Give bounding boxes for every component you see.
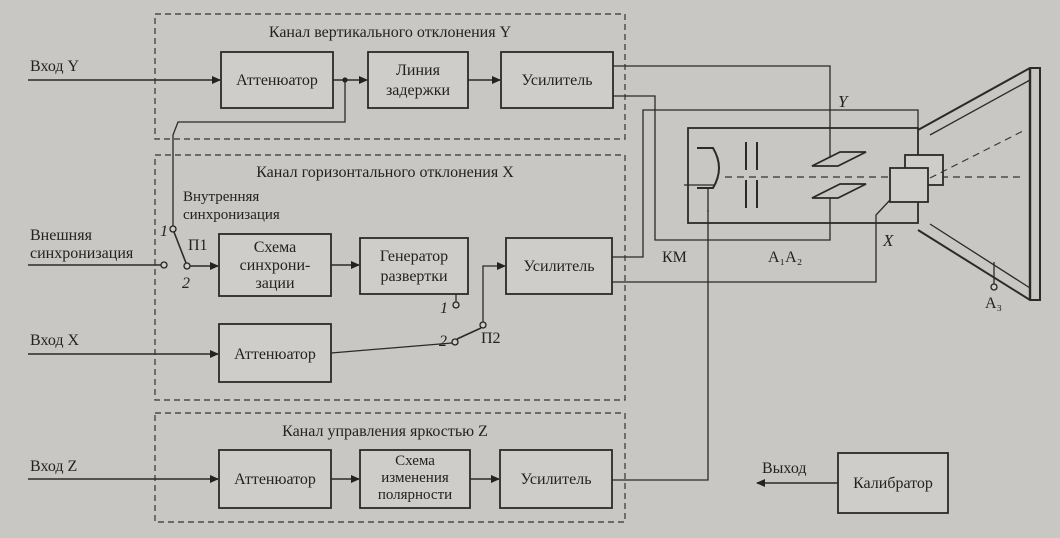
switch-p1-pos1: 1 xyxy=(160,223,168,240)
ext-sync-label-2: синхронизация xyxy=(30,245,134,262)
switch-p2-contact-1 xyxy=(452,301,460,309)
switch-p2-pos2: 2 xyxy=(439,333,447,350)
delay-line-block xyxy=(367,51,469,109)
attenuator-y-label: Аттенюатор xyxy=(236,72,318,89)
crt-neck-outline xyxy=(687,127,919,224)
delay-line-label-1: Линия xyxy=(396,62,441,79)
internal-sync-label-2: синхронизация xyxy=(183,207,280,223)
switch-p1-pivot xyxy=(183,262,191,270)
amplifier-y-label: Усилитель xyxy=(522,72,593,89)
vertical-channel-frame xyxy=(154,13,626,140)
y-amp-output-upper xyxy=(613,65,831,158)
attenuator-x-label: Аттенюатор xyxy=(234,346,316,363)
att-x-to-p2-line xyxy=(330,342,453,354)
sweep-generator-label-1: Генератор xyxy=(380,248,448,265)
polarity-label-3: полярности xyxy=(378,487,452,503)
switch-p2-contact-2 xyxy=(451,338,459,346)
output-label: Выход xyxy=(762,460,807,477)
crt-x-label: X xyxy=(882,231,894,250)
sweep-generator-label-2: развертки xyxy=(380,268,448,285)
horizontal-channel-frame xyxy=(154,154,626,401)
sync-circuit-label-1: Схема xyxy=(254,239,297,256)
input-x-label: Вход X xyxy=(30,332,80,349)
crt-km-label: КМ xyxy=(662,249,687,266)
amplifier-z-block xyxy=(499,449,613,509)
switch-p2-blade xyxy=(456,327,482,340)
vertical-channel-title: Канал вертикального отклонения Y xyxy=(269,24,512,41)
sync-circuit-label-2: синхрони- xyxy=(240,257,311,274)
crt-a1a2-label: A₁A₂ xyxy=(768,249,802,266)
crt-bulb-outline xyxy=(917,67,1041,301)
switch-p1-contact-1 xyxy=(169,225,177,233)
internal-sync-line xyxy=(172,80,346,226)
switch-p2-pivot xyxy=(479,321,487,329)
polarity-label-2: изменения xyxy=(381,470,449,486)
crt-y-plate-lower xyxy=(811,183,867,199)
x-amp-output-lower xyxy=(612,199,891,283)
input-z-label: Вход Z xyxy=(30,458,77,475)
brightness-channel-frame xyxy=(154,412,626,523)
crt-a3-label: A₃ xyxy=(985,295,1002,312)
crt-y-plate-upper xyxy=(811,151,867,167)
x-amp-output-upper xyxy=(612,109,919,258)
internal-sync-label-1: Внутренняя xyxy=(183,189,259,205)
input-y-label: Вход Y xyxy=(30,58,80,75)
crt-x-plate-front xyxy=(889,167,929,203)
ext-sync-terminal xyxy=(160,261,168,269)
calibrator-label: Калибратор xyxy=(853,475,933,492)
y-amp-output-lower xyxy=(613,95,831,241)
amplifier-z-label: Усилитель xyxy=(521,471,592,488)
amplifier-x-label: Усилитель xyxy=(524,258,595,275)
switch-p2-pos1: 1 xyxy=(440,300,448,317)
crt-bulb-inner-bottom xyxy=(929,223,1031,289)
polarity-label-1: Схема xyxy=(395,453,435,469)
switch-p2-label: П2 xyxy=(481,330,501,347)
sync-circuit-label-3: зации xyxy=(255,275,295,292)
crt-modulator xyxy=(697,147,720,189)
amplifier-y-block xyxy=(500,51,614,109)
z-amp-to-modulator-line xyxy=(612,210,709,481)
crt-a3-terminal xyxy=(990,283,998,291)
amplifier-x-block xyxy=(505,237,613,295)
brightness-channel-title: Канал управления яркостью Z xyxy=(282,423,488,440)
calibrator-block xyxy=(837,452,949,514)
delay-line-label-2: задержки xyxy=(386,82,450,99)
polarity-circuit-block xyxy=(359,449,471,509)
crt-y-label: Y xyxy=(838,92,849,111)
crt-bulb-inner-top xyxy=(929,79,1031,136)
switch-p1-pos2: 2 xyxy=(182,275,190,292)
sweep-generator-block xyxy=(359,237,469,295)
horizontal-channel-title: Канал горизонтального отклонения X xyxy=(256,164,514,181)
attenuator-z-label: Аттенюатор xyxy=(234,471,316,488)
crt-deflection-upper xyxy=(929,129,1026,179)
switch-p1-blade xyxy=(173,231,187,264)
switch-p1-label: П1 xyxy=(188,237,208,254)
attenuator-z-block xyxy=(218,449,332,509)
p2-to-amp-line xyxy=(482,262,506,322)
attenuator-y-block xyxy=(220,51,334,109)
ext-sync-label-1: Внешняя xyxy=(30,227,93,244)
